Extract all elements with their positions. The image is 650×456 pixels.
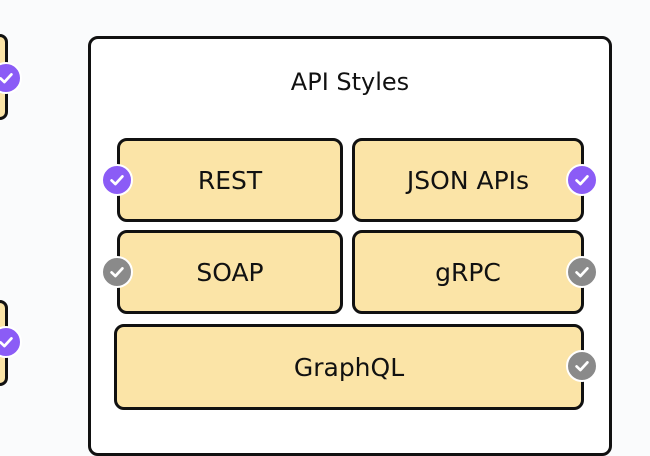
box-graphql: GraphQL — [114, 324, 584, 410]
box-soap: SOAP — [117, 230, 343, 314]
box-label: GraphQL — [293, 352, 405, 382]
check-icon — [101, 256, 133, 288]
box-label: REST — [197, 165, 263, 195]
box-label: SOAP — [196, 257, 264, 287]
box-label: JSON APIs — [406, 165, 530, 195]
check-icon — [0, 62, 22, 94]
box-json-apis: JSON APIs — [352, 138, 584, 222]
panel-title: API Styles — [290, 68, 410, 96]
box-grpc: gRPC — [352, 230, 584, 314]
check-icon — [566, 256, 598, 288]
check-icon — [566, 350, 598, 382]
box-rest: REST — [117, 138, 343, 222]
check-icon — [0, 326, 22, 358]
box-label: gRPC — [435, 257, 501, 287]
check-icon — [101, 164, 133, 196]
check-icon — [566, 164, 598, 196]
